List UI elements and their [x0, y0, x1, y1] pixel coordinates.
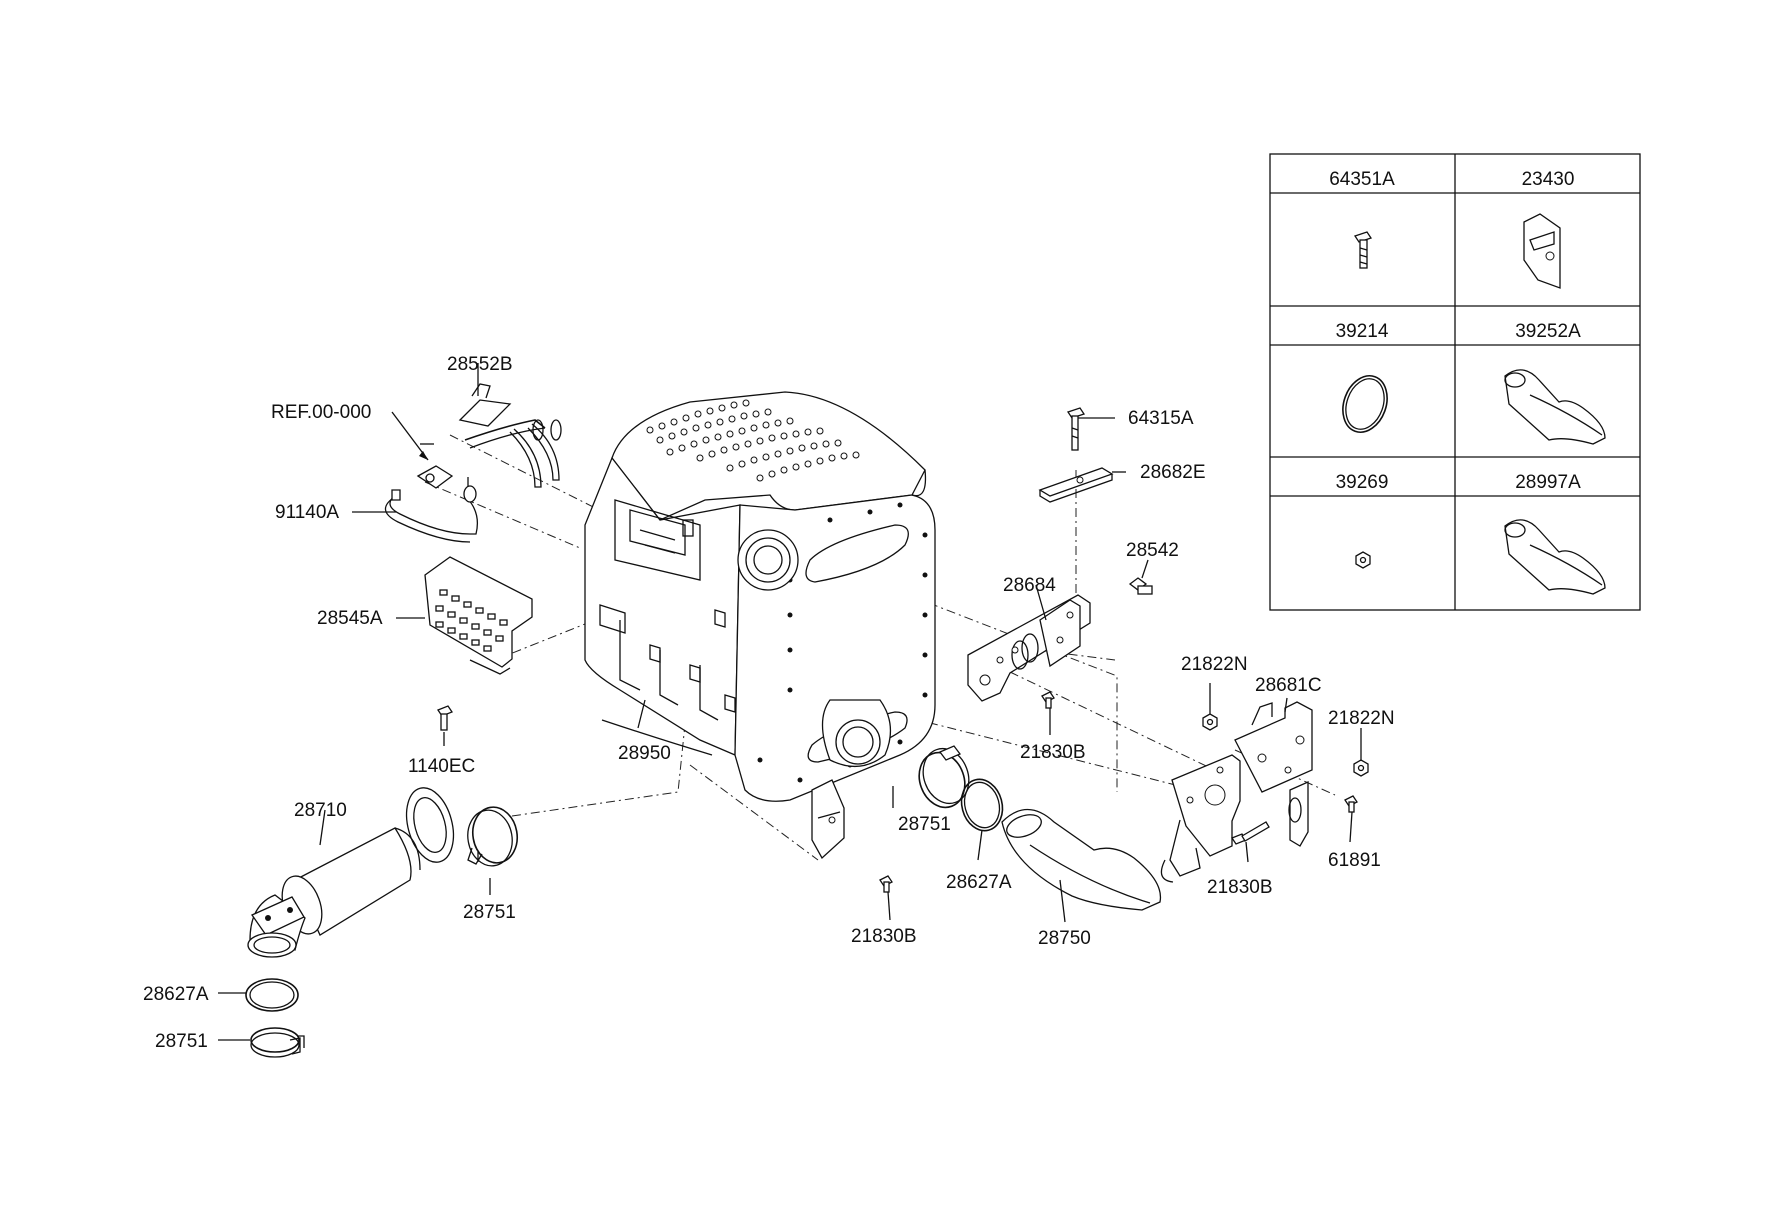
- gasket-lower-left: [245, 978, 299, 1012]
- leader-lines: [218, 363, 1362, 1041]
- legend-part-number: 39252A: [1515, 321, 1581, 342]
- callout-28751-middle: 28751: [463, 902, 516, 923]
- tail-pipe: [1001, 809, 1162, 911]
- clamp-middle: [467, 806, 519, 867]
- callout-28542: 28542: [1126, 540, 1179, 561]
- callout-21822n-right: 21822N: [1328, 708, 1395, 729]
- clamp-right: [918, 745, 970, 809]
- legend-part-number: 39214: [1336, 321, 1389, 342]
- elbow-pipe-icon: [1504, 519, 1606, 595]
- callout-28751-right: 28751: [898, 814, 951, 835]
- callout-28545a: 28545A: [317, 608, 383, 629]
- callout-28552b: 28552B: [447, 354, 513, 375]
- bracket-28684: [967, 594, 1091, 702]
- callout-28682e: 28682E: [1140, 462, 1206, 483]
- legend-part-number: 39269: [1336, 472, 1389, 493]
- callout-28751-left: 28751: [155, 1031, 208, 1052]
- bolt-1140ec: [437, 705, 453, 731]
- gasket-right: [960, 778, 1004, 832]
- muffler-outlet: [821, 699, 892, 767]
- legend-part-number: 28997A: [1515, 472, 1581, 493]
- bolt-64315a: [1066, 407, 1086, 451]
- shield-slots: [435, 589, 508, 652]
- perforated-top-pattern: [646, 399, 860, 482]
- callout-21830b-mid: 21830B: [1020, 742, 1086, 763]
- callout-1140ec: 1140EC: [408, 756, 475, 777]
- callout-28627a-left: 28627A: [143, 984, 209, 1005]
- nut-icon: [1355, 551, 1371, 569]
- callout-labels: REF.00-000 28552B 91140A 28545A 1140EC 2…: [143, 354, 1395, 1052]
- clamp-lower-left: [250, 1027, 305, 1058]
- callout-28950: 28950: [618, 743, 671, 764]
- callout-61891: 61891: [1328, 850, 1381, 871]
- muffler-assembly: [584, 391, 936, 802]
- muffler-bracket-lower: [811, 779, 845, 860]
- elbow-pipe-icon: [1504, 369, 1606, 445]
- callout-28710: 28710: [294, 800, 347, 821]
- bracket-icon: [1523, 213, 1561, 289]
- plate-28682e: [1038, 467, 1114, 503]
- bolt-icon: [1353, 231, 1373, 269]
- bolt-21830b-right: [1231, 821, 1270, 845]
- legend-part-number: 23430: [1522, 169, 1575, 190]
- bracket-28681c: [1160, 701, 1313, 883]
- callout-28681c: 28681C: [1255, 675, 1322, 696]
- bolt-21830b-left: [879, 875, 893, 893]
- legend-part-number: 64351A: [1329, 169, 1395, 190]
- callout-21830b-left: 21830B: [851, 926, 917, 947]
- nut-21822n-left: [1202, 713, 1218, 731]
- parts-legend-table: 64351A 23430 39214 39252A 39269 28997A: [1269, 153, 1641, 611]
- callout-91140a: 91140A: [275, 502, 339, 523]
- bolt-61891: [1344, 795, 1358, 813]
- callout-21822n-left: 21822N: [1181, 654, 1248, 675]
- front-pipe: [247, 787, 455, 958]
- muffler-inlet: [737, 529, 799, 591]
- heat-shield: [424, 556, 533, 675]
- callout-28750: 28750: [1038, 928, 1091, 949]
- callout-ref: REF.00-000: [271, 402, 371, 423]
- nut-21822n-right: [1353, 759, 1369, 777]
- sensor-pipe-assembly: [384, 383, 562, 543]
- gasket-ring-icon: [1342, 375, 1388, 433]
- callout-28627a-right: 28627A: [946, 872, 1012, 893]
- bolt-21830b-mid: [1041, 691, 1055, 709]
- bolt-28542: [1128, 577, 1153, 595]
- callout-28684: 28684: [1003, 575, 1056, 596]
- callout-21830b-right: 21830B: [1207, 877, 1273, 898]
- callout-64315a: 64315A: [1128, 408, 1194, 429]
